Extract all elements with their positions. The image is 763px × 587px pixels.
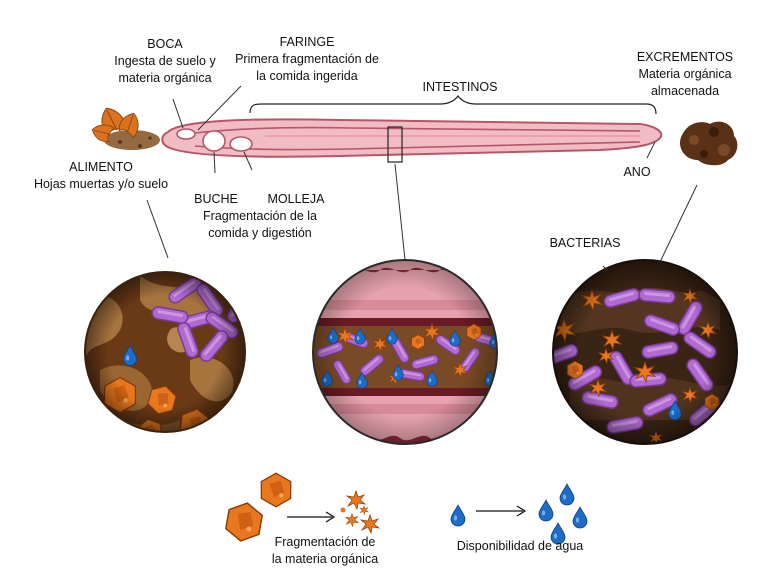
fragmentation-legend-icon [223,472,380,545]
intestines-label: INTESTINOS [400,79,520,96]
intestines-title: INTESTINOS [422,80,498,94]
water-legend-icon [450,483,588,545]
pharynx-title: FARINGE [279,35,335,49]
fragmentation-legend-label: Fragmentación de la materia orgánica [250,534,400,568]
dead-leaves-icon [89,103,160,150]
excrement-label: EXCREMENTOS Materia orgánica almacenada [615,49,755,100]
pharynx-desc-line2: la comida ingerida [256,69,358,83]
excrement-desc-line2: almacenada [650,84,720,98]
crop-shape [202,130,226,152]
leader-lines [146,85,698,287]
intestine-zoom-circle [312,259,498,445]
food-zoom-circle [84,271,246,433]
excrement-icon [679,121,738,166]
intestines-brace [249,95,657,115]
intestine-zoom-box [387,126,403,163]
crop-title: BUCHE [194,192,238,206]
excrement-title: EXCREMENTOS [636,50,734,64]
fragmentation-legend-line2: la materia orgánica [271,552,379,566]
water-legend-label: Disponibilidad de agua [440,538,600,555]
gizzard-shape [229,136,253,152]
mouth-desc-line1: Ingesta de suelo y [114,54,216,68]
bacteria-label: BACTERIAS [540,235,630,252]
water-legend-text: Disponibilidad de agua [456,539,584,553]
food-title: ALIMENTO [69,160,133,174]
gizzard-title: MOLLEJA [267,192,325,206]
gizzard-desc-line2: comida y digestión [208,226,312,240]
pharynx-label: FARINGE Primera fragmentación de la comi… [222,34,392,85]
excrement-desc-line1: Materia orgánica [638,67,732,81]
food-desc-line1: Hojas muertas y/o suelo [33,177,169,191]
crop-label: BUCHE [186,191,246,208]
anus-title: ANO [623,165,651,179]
mouth-title: BOCA [147,37,183,51]
mouth-desc-line2: materia orgánica [118,71,212,85]
fragmentation-legend-line1: Fragmentación de [274,535,376,549]
excrement-zoom-circle [552,259,738,445]
bacteria-title: BACTERIAS [549,236,621,250]
food-label: ALIMENTO Hojas muertas y/o suelo [16,159,186,193]
pharynx-desc-line1: Primera fragmentación de [235,52,379,66]
earthworm [161,118,663,163]
anus-label: ANO [615,164,659,181]
mouth-shape [176,128,196,140]
gizzard-label: MOLLEJA Fragmentación de la comida y dig… [190,191,330,242]
mouth-label: BOCA Ingesta de suelo y materia orgánica [90,36,240,87]
gizzard-desc-line1: Fragmentación de la [203,209,317,223]
